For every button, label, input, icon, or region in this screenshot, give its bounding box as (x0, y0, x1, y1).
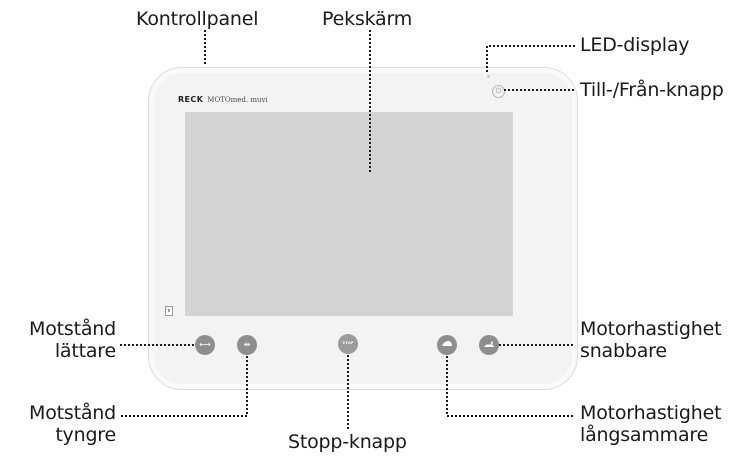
label-till-fran-knapp: Till-/Från-knapp (580, 79, 724, 101)
arrows-together-icon: ⇹ (243, 340, 251, 349)
brand-logo: RECK (178, 95, 204, 104)
stop-button: STOP (338, 334, 358, 354)
speed-faster-button (479, 335, 499, 355)
label-pekskarm: Pekskärm (322, 8, 413, 30)
label-motor-snabbare: Motorhastighet snabbare (580, 318, 722, 362)
label-kontrollpanel: Kontrollpanel (136, 8, 259, 30)
label-motstand-tyngre-line2: tyngre (55, 424, 116, 446)
label-stopp-knapp: Stopp-knapp (288, 431, 407, 453)
label-motstand-tyngre-line1: Motstånd (29, 402, 116, 424)
device-model: MOTOmed. muvi (207, 96, 268, 104)
resistance-heavier-button: ⇹ (237, 335, 257, 355)
hare-icon (483, 340, 495, 351)
arrows-apart-icon: ⟷ (199, 340, 211, 349)
label-motor-langsammare-line1: Motorhastighet (580, 402, 722, 424)
leader-led-display (486, 45, 575, 74)
label-motstand-tyngre: Motstånd tyngre (0, 402, 116, 446)
usb-port-icon (165, 306, 173, 316)
label-led-display: LED-display (580, 34, 690, 56)
turtle-icon (441, 340, 453, 350)
speed-slower-button (437, 335, 457, 355)
label-motor-langsammare-line2: långsammare (580, 424, 709, 446)
led-display (487, 75, 490, 78)
resistance-lighter-button: ⟷ (195, 335, 215, 355)
power-icon: ⏻ (492, 85, 505, 98)
touch-screen (185, 112, 513, 316)
label-motstand-lattare-line2: lättare (54, 340, 116, 362)
label-motor-snabbare-line1: Motorhastighet (580, 318, 722, 340)
label-motstand-lattare-line1: Motstånd (29, 318, 116, 340)
leader-motstand-tyngre (120, 356, 248, 417)
label-motor-langsammare: Motorhastighet långsammare (580, 402, 722, 446)
leader-langsammare (446, 356, 575, 417)
stop-icon: STOP (342, 341, 354, 346)
label-motstand-lattare: Motstånd lättare (0, 318, 116, 362)
label-motor-snabbare-line2: snabbare (580, 340, 667, 362)
